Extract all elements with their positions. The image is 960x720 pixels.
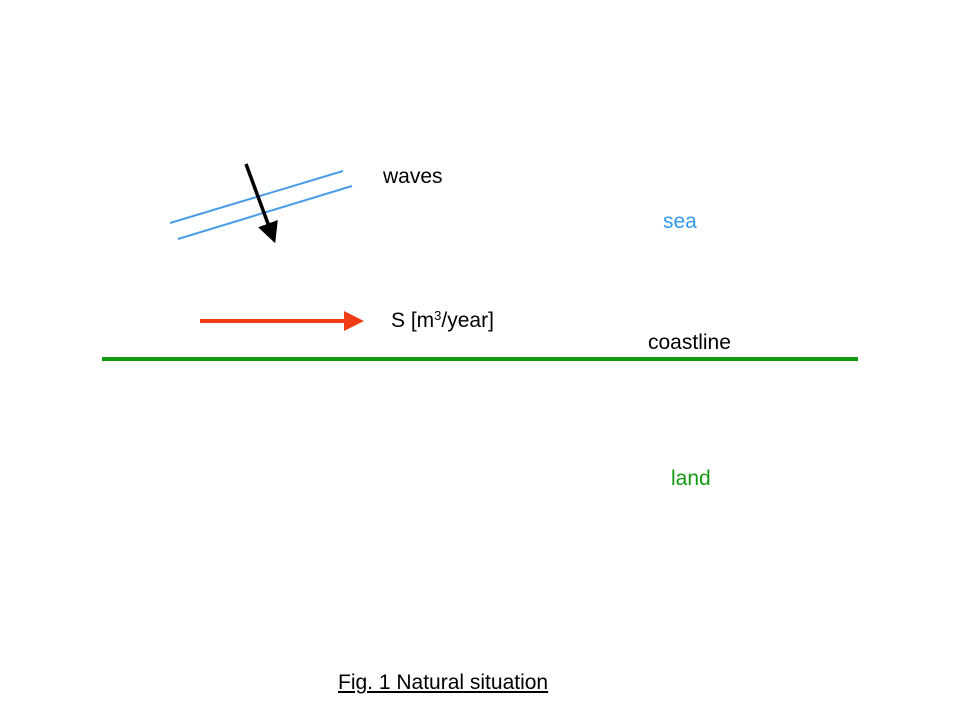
wave-direction-arrow: [244, 163, 278, 244]
transport-label-exponent: 3: [434, 308, 442, 323]
sea-label: sea: [663, 210, 697, 233]
land-label: land: [671, 467, 711, 490]
transport-label-suffix: /year]: [441, 309, 494, 332]
coastline-label: coastline: [648, 331, 731, 354]
waves-label: waves: [383, 165, 443, 188]
transport-label-prefix: S [m: [391, 309, 435, 332]
transport-label: S [m3/year]: [391, 308, 494, 332]
figure-caption: Fig. 1 Natural situation: [338, 671, 549, 694]
